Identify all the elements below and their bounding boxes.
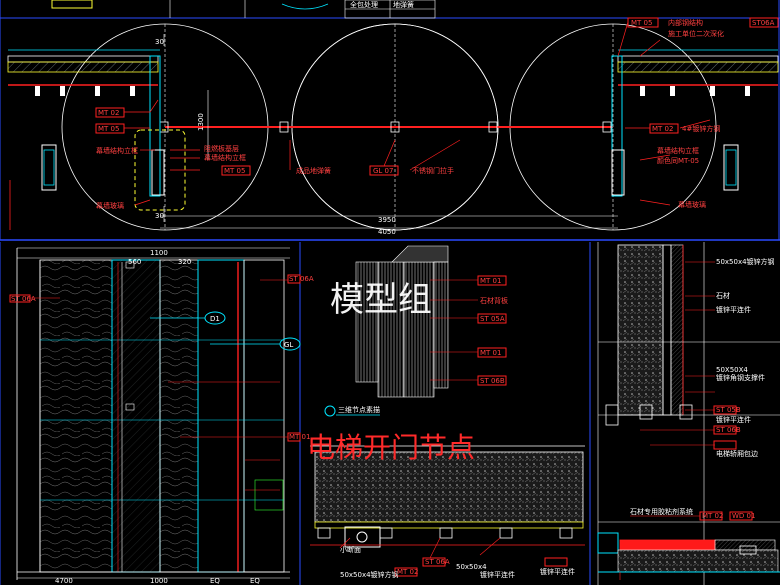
center-label-gl07: GL 07 — [373, 167, 393, 175]
mid-tag-1: MT 01 — [480, 277, 501, 285]
rd-label-1: 50x50x4镀锌方钢 — [716, 257, 775, 266]
bottom-label-6: 50x50x4 — [456, 563, 487, 571]
dim-left-vertical: 1300 — [197, 113, 205, 131]
elevation-labels: 1100 560 320 ST 06A ST 06A GL D1 MT 01 4… — [11, 249, 314, 585]
rd-label-8: ST 06B — [716, 426, 741, 434]
middle-labels: MT 01 石材背板 ST 05A MT 01 ST 06B 三维节点素描 小断… — [338, 277, 575, 579]
mid-tag-3: ST 05A — [480, 315, 505, 323]
left-label-mt02: MT 02 — [98, 109, 119, 117]
rd-label-2: 石材 — [716, 291, 730, 300]
elev-left-tag: ST 06A — [11, 295, 36, 303]
bottom-label-4: MT 02 — [397, 568, 418, 576]
rd-label-7: 镀锌平连件 — [716, 415, 751, 424]
header-cell-2: 地弹簧 — [393, 0, 414, 9]
right-detail-labels: 50x50x4镀锌方钢 石材 镀锌平连件 50X50X4 镀锌角钢支撑件 ST … — [630, 257, 775, 520]
elev-right-tag-2: GL — [284, 341, 293, 349]
right-label-mt05: MT 05 — [631, 19, 652, 27]
top-panel-labels: 全包处理 地弹簧 MT 02 MT 05 幕墙结构立框 阻燃板基层 幕墙结构立框… — [96, 0, 775, 236]
rd-label-11: WD 01 — [732, 512, 755, 520]
top-plan-panel — [0, 0, 780, 241]
rd-label-9: 电梯轿厢包边 — [716, 449, 758, 458]
elevation-panel — [0, 242, 301, 585]
elev-dim-2: 560 — [128, 258, 141, 266]
elev-dim-3: 320 — [178, 258, 191, 266]
dim-inner: 3950 — [378, 216, 396, 224]
left-label-fire-board: 阻燃板基层 — [204, 144, 239, 153]
right-label-st06a: ST06A — [752, 19, 775, 27]
center-label-handle: 不锈钢门拉手 — [412, 166, 454, 175]
bottom-label-5: 镀锌平连件 — [480, 570, 515, 579]
rd-label-12: 石材专用胶粘剂系统 — [630, 507, 693, 516]
bottom-label-7: 镀锌平连件 — [540, 567, 575, 576]
mid-tag-4: MT 01 — [480, 349, 501, 357]
elev-right-tag-1: ST 06A — [289, 275, 314, 283]
dim-left-top: 30 — [155, 38, 164, 46]
elev-bottom-dim-1: 4700 — [55, 577, 73, 585]
rd-label-4: 50X50X4 — [716, 366, 748, 374]
left-label-mt05-2: MT 05 — [224, 167, 245, 175]
rd-label-5: 镀锌角钢支撑件 — [716, 373, 765, 382]
dim-left-bottom: 30 — [155, 212, 164, 220]
elev-bottom-dim-3: EQ — [210, 577, 220, 585]
right-detail-panel — [597, 242, 780, 585]
right-label-steel: 内部钢结构 — [668, 18, 703, 27]
left-label-mt05: MT 05 — [98, 125, 119, 133]
right-label-secondary: 施工单位二次深化 — [668, 29, 724, 38]
rd-label-6: ST 05B — [716, 406, 741, 414]
right-label-curtain-glass: 幕墙玻璃 — [678, 200, 706, 209]
bottom-label-1: 小断面 — [340, 545, 361, 554]
left-label-curtain-glass: 幕墙玻璃 — [96, 201, 124, 210]
mid-tag-2: 石材背板 — [480, 296, 508, 305]
middle-section-panel — [310, 242, 591, 585]
header-cell-1: 全包处理 — [350, 0, 378, 9]
elev-right-tag-3: D1 — [210, 315, 220, 323]
left-label-curtain-frame-2: 幕墙结构立框 — [204, 153, 246, 162]
elev-bottom-dim-4: EQ — [250, 577, 260, 585]
elev-right-tag-4: MT 01 — [289, 433, 310, 441]
right-label-mt02: MT 02 — [652, 125, 673, 133]
dim-overall: 4050 — [378, 228, 396, 236]
bottom-label-3: 50x50x4镀锌方钢 — [340, 570, 399, 579]
left-label-curtain-frame: 幕墙结构立框 — [96, 146, 138, 155]
mid-tag-5: ST 06B — [480, 377, 505, 385]
rd-label-3: 镀锌平连件 — [716, 305, 751, 314]
center-label-floor-spring: 成品地弹簧 — [296, 166, 331, 175]
elev-dim-1: 1100 — [150, 249, 168, 257]
right-label-square-steel: 4#镀锌方钢 — [682, 124, 720, 133]
bottom-label-2: ST 06A — [425, 558, 450, 566]
section-title: 三维节点素描 — [338, 405, 380, 414]
right-label-curtain-frame: 幕墙结构立框 — [657, 146, 699, 155]
elev-bottom-dim-2: 1000 — [150, 577, 168, 585]
rd-label-10: MT 02 — [702, 512, 723, 520]
right-label-color: 颜色同MT-05 — [657, 156, 699, 165]
